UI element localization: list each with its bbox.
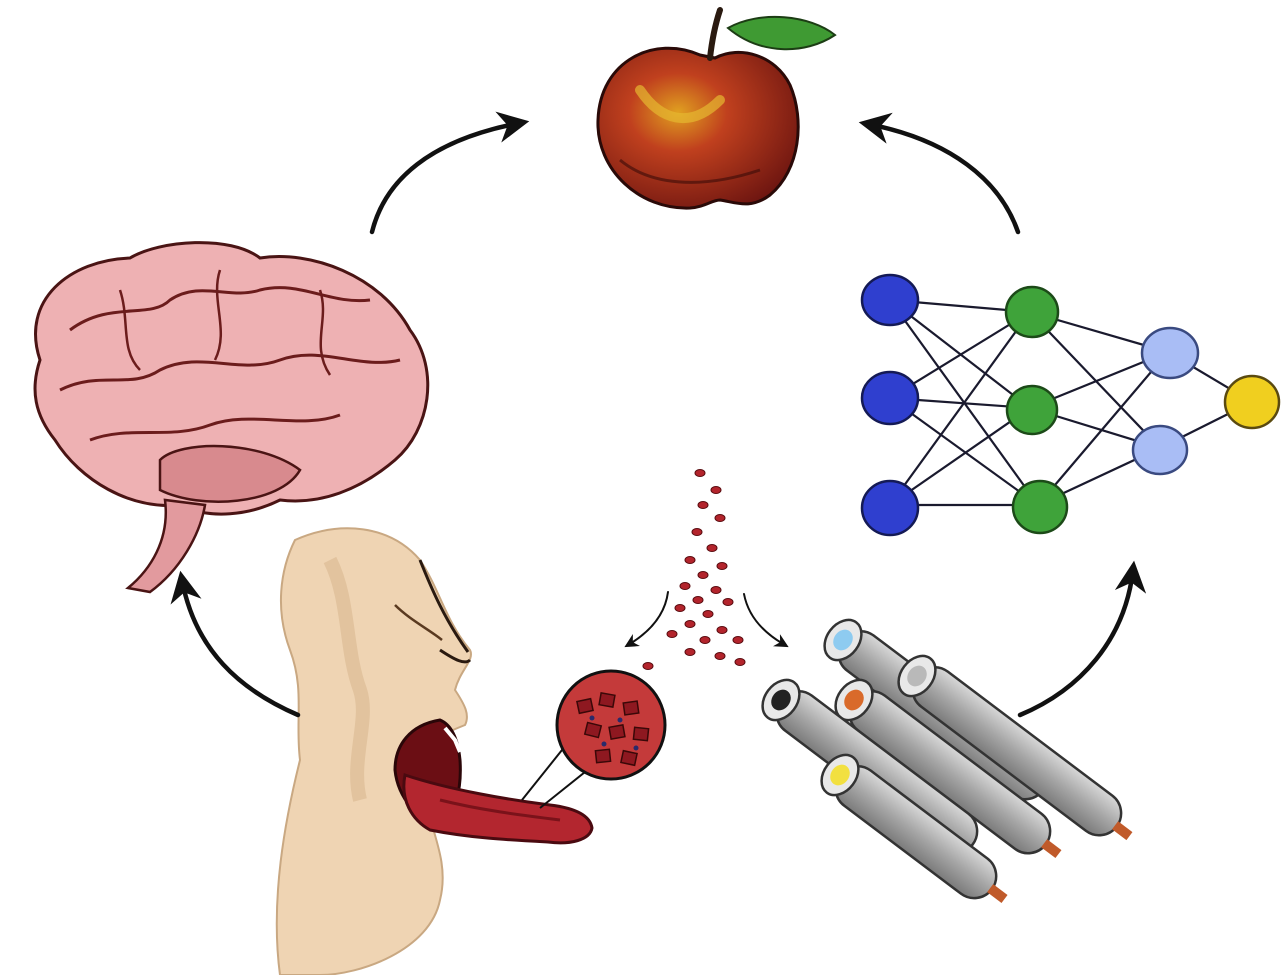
molecule-dot: [693, 597, 703, 604]
network-node: [1007, 386, 1057, 434]
network-node: [1225, 376, 1279, 428]
molecule-dot: [703, 611, 713, 618]
molecule-dot: [733, 637, 743, 644]
molecule-dot: [667, 631, 677, 638]
network-second-hidden-layer: [1133, 328, 1198, 474]
sensor-tubes-illustration: [755, 613, 1143, 917]
molecule-dot: [723, 599, 733, 606]
molecule-dot: [685, 649, 695, 656]
network-node: [862, 481, 918, 535]
network-output-layer: [1225, 376, 1279, 428]
arrow-network-to-apple: [868, 124, 1018, 232]
molecule-dot: [711, 587, 721, 594]
molecule-dot: [685, 557, 695, 564]
molecule-dot: [643, 663, 653, 670]
molecule-dot: [692, 529, 702, 536]
molecule-dot: [717, 563, 727, 570]
network-node: [1013, 481, 1067, 533]
apple-leaf: [728, 17, 835, 49]
molecule-dot: [715, 515, 725, 522]
network-node: [1133, 426, 1187, 474]
network-node: [1006, 287, 1058, 337]
molecule-dot: [685, 621, 695, 628]
molecule-dot: [717, 627, 727, 634]
taste-bud-magnifier: [522, 671, 665, 808]
network-connections: [890, 300, 1252, 505]
molecule-dot: [680, 583, 690, 590]
molecule-dot: [707, 545, 717, 552]
molecule-dot: [698, 502, 708, 509]
network-input-layer: [862, 275, 918, 535]
tasting-face-illustration: [277, 528, 592, 975]
network-node: [1142, 328, 1198, 378]
molecule-dot: [700, 637, 710, 644]
molecule-dot: [695, 470, 705, 477]
molecule-dot: [715, 653, 725, 660]
arrow-brain-to-apple: [372, 123, 520, 232]
arrow-molecules-to-sensors: [744, 594, 785, 645]
arrow-molecules-to-face: [628, 592, 668, 645]
molecule-dot: [735, 659, 745, 666]
neural-network-diagram: [862, 275, 1279, 535]
apple-illustration: [598, 10, 835, 208]
molecule-dot: [698, 572, 708, 579]
arrow-sensors-to-network: [1020, 570, 1133, 715]
apple-stem: [710, 10, 720, 58]
molecule-dot: [675, 605, 685, 612]
brain-stem: [128, 500, 205, 592]
network-hidden-layer: [1006, 287, 1067, 533]
network-node: [862, 275, 918, 325]
molecule-dot: [711, 487, 721, 494]
network-node: [862, 372, 918, 424]
odor-molecules: [643, 470, 745, 670]
